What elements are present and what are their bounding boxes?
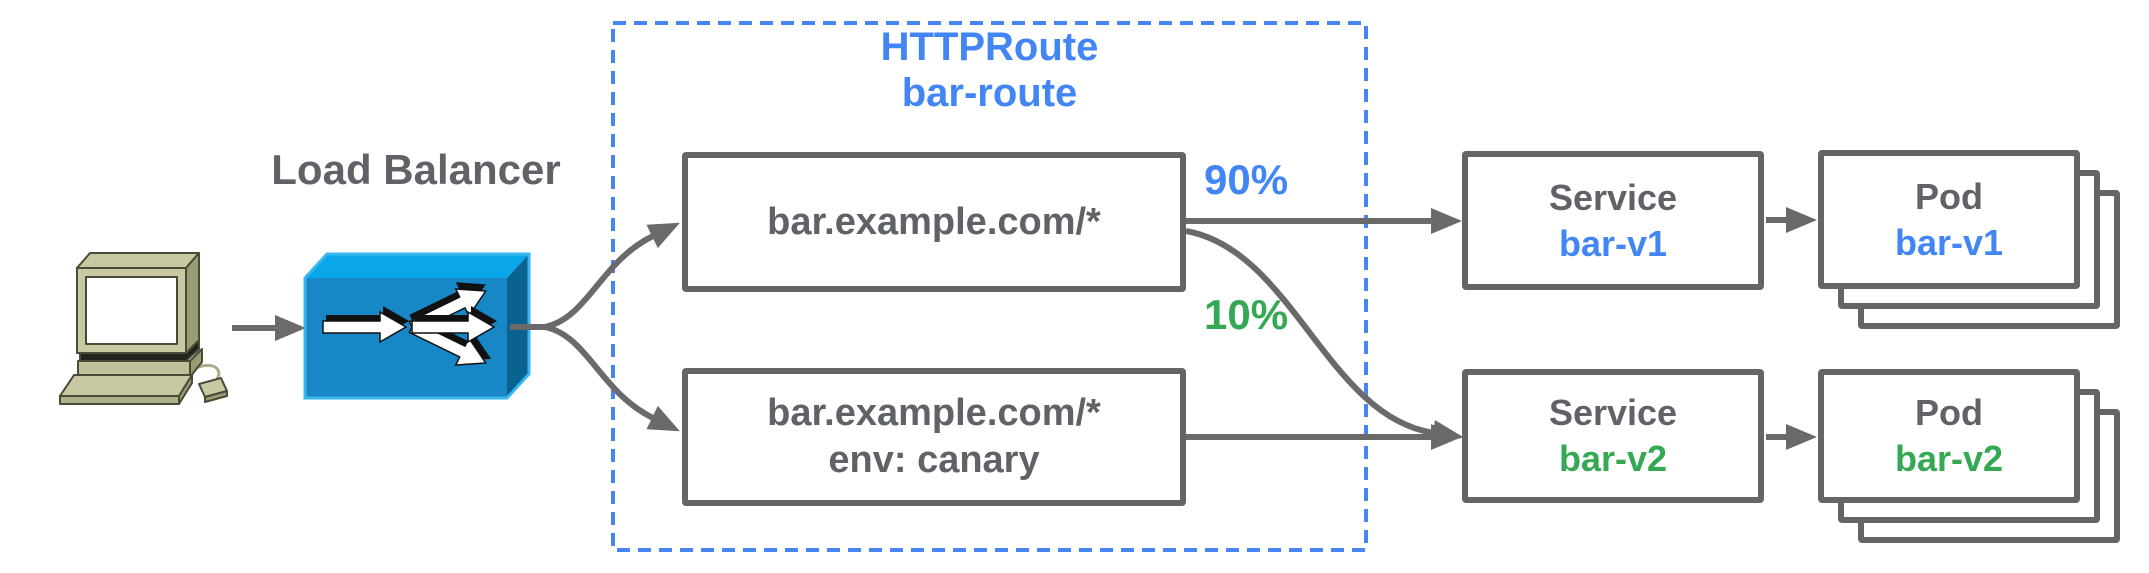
lb-to-rules-connectors: [510, 222, 680, 432]
lb-to-rule1-arrow: [544, 222, 680, 330]
httproute-name: bar-route: [901, 71, 1078, 115]
service-v2-kind: Service: [1548, 392, 1678, 433]
service-bar-v2-box: Service bar-v2: [1462, 369, 1764, 503]
service-v1-kind: Service: [1548, 176, 1678, 218]
load-balancer-icon: [303, 252, 531, 400]
load-balancer-label: Load Balancer: [271, 146, 561, 193]
lb-to-rule2-arrow: [544, 324, 680, 432]
desktop-computer-icon: [59, 252, 228, 405]
rule-box-bar-example-canary: bar.example.com/* env: canary: [682, 368, 1186, 506]
service-to-pod-connectors: [1766, 207, 1817, 450]
pod-v2-name: bar-v2: [1894, 438, 2004, 479]
pod-bar-v1-box: Pod bar-v1: [1818, 150, 2080, 289]
httproute-title: HTTPRoute bar-route: [613, 24, 1366, 116]
pod-v1-kind: Pod: [1915, 175, 1983, 217]
weight-90-label: 90%: [1204, 156, 1289, 203]
weight-10-label: 10%: [1204, 291, 1289, 338]
service-v1-name: bar-v1: [1558, 222, 1668, 264]
pod-bar-v2-box: Pod bar-v2: [1818, 369, 2080, 503]
service-bar-v1-box: Service bar-v1: [1462, 151, 1764, 290]
pod-v1-name: bar-v1: [1894, 221, 2004, 263]
rule1-match: bar.example.com/*: [767, 200, 1101, 243]
rule1-to-service-v2-curve: [1185, 228, 1464, 446]
lb-fan-straight-arrow: [411, 306, 497, 344]
httproute-kind: HTTPRoute: [880, 25, 1099, 69]
route-to-service-connectors: [1185, 208, 1464, 450]
pod-v2-kind: Pod: [1915, 392, 1983, 433]
httproute-group-border: [611, 21, 1368, 552]
lb-input-arrow: [322, 306, 409, 344]
rule2-header: env: canary: [828, 439, 1040, 481]
rule2-match: bar.example.com/*: [767, 392, 1101, 434]
service-v2-name: bar-v2: [1558, 438, 1668, 479]
rule-box-bar-example: bar.example.com/*: [682, 152, 1186, 292]
